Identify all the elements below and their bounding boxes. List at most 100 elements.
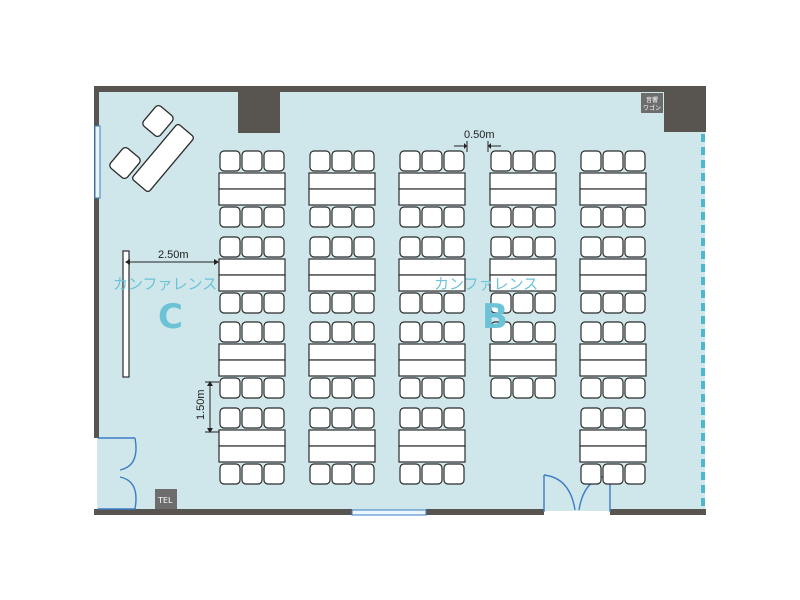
seat-group — [308, 150, 376, 228]
table — [218, 343, 286, 361]
chair — [241, 236, 263, 258]
table — [579, 445, 647, 463]
table — [218, 359, 286, 377]
chair — [490, 321, 512, 343]
chair — [421, 150, 443, 172]
chair — [602, 321, 624, 343]
chair — [353, 150, 375, 172]
table — [579, 274, 647, 292]
chair — [580, 292, 602, 314]
seat-group — [398, 236, 466, 314]
table — [489, 359, 557, 377]
sofa-table — [132, 123, 194, 193]
table — [218, 188, 286, 206]
chair — [263, 206, 285, 228]
sound-wagon-icon: 音響 ワゴン — [641, 93, 663, 113]
room-label-c-name: カンファレンス — [113, 275, 217, 293]
chair — [443, 377, 465, 399]
table — [398, 188, 466, 206]
chair — [263, 377, 285, 399]
dimension-label-chair-gap: 0.50m — [464, 129, 495, 141]
room-label-c-letter: C — [158, 297, 183, 337]
chair — [534, 321, 556, 343]
seat-group — [308, 407, 376, 485]
table — [398, 359, 466, 377]
sofa-icon — [109, 104, 194, 193]
table — [579, 172, 647, 190]
chair — [309, 236, 331, 258]
chair — [443, 206, 465, 228]
door-swing-icon[interactable] — [98, 437, 137, 510]
chair — [241, 463, 263, 485]
seat-group — [579, 407, 647, 485]
chair — [624, 321, 646, 343]
chair — [602, 463, 624, 485]
chair — [534, 377, 556, 399]
chair — [421, 292, 443, 314]
chair — [331, 150, 353, 172]
chair — [399, 206, 421, 228]
seat-group — [398, 321, 466, 399]
chair — [512, 377, 534, 399]
chair — [219, 292, 241, 314]
table — [308, 274, 376, 292]
chair — [490, 292, 512, 314]
chair — [331, 407, 353, 429]
chair — [241, 292, 263, 314]
table — [308, 343, 376, 361]
chair — [580, 150, 602, 172]
chair — [490, 206, 512, 228]
wall-bottom-left — [94, 509, 352, 515]
chair — [353, 407, 375, 429]
chair — [219, 321, 241, 343]
table — [398, 258, 466, 276]
chair — [512, 236, 534, 258]
chair — [602, 206, 624, 228]
table — [308, 429, 376, 447]
chair — [443, 321, 465, 343]
table — [579, 429, 647, 447]
chair — [399, 236, 421, 258]
chair — [263, 407, 285, 429]
chair — [331, 206, 353, 228]
chair — [512, 206, 534, 228]
chair — [309, 150, 331, 172]
chair — [353, 377, 375, 399]
table — [489, 172, 557, 190]
chair — [399, 321, 421, 343]
table — [308, 172, 376, 190]
dimension-gap: 0.50m — [454, 129, 501, 152]
chair — [241, 407, 263, 429]
table — [489, 274, 557, 292]
chair — [353, 236, 375, 258]
chair — [309, 407, 331, 429]
chair — [624, 206, 646, 228]
chair — [624, 377, 646, 399]
chair — [399, 150, 421, 172]
walls — [94, 86, 706, 515]
chair — [263, 321, 285, 343]
chair — [580, 321, 602, 343]
table — [489, 343, 557, 361]
chair — [263, 150, 285, 172]
table — [489, 188, 557, 206]
wall-left-upper — [94, 86, 99, 438]
wall-top — [94, 86, 706, 92]
phone-icon: TEL — [155, 489, 177, 509]
chair — [534, 292, 556, 314]
chair — [580, 236, 602, 258]
chair — [309, 321, 331, 343]
chair — [309, 377, 331, 399]
chair — [399, 463, 421, 485]
chair — [241, 321, 263, 343]
chair — [353, 292, 375, 314]
window-left — [94, 125, 101, 199]
room-label-b-name: カンファレンス — [434, 275, 538, 293]
chair — [331, 377, 353, 399]
chair — [602, 236, 624, 258]
seat-group — [489, 321, 557, 399]
chair — [512, 150, 534, 172]
table — [398, 343, 466, 361]
chair — [331, 321, 353, 343]
